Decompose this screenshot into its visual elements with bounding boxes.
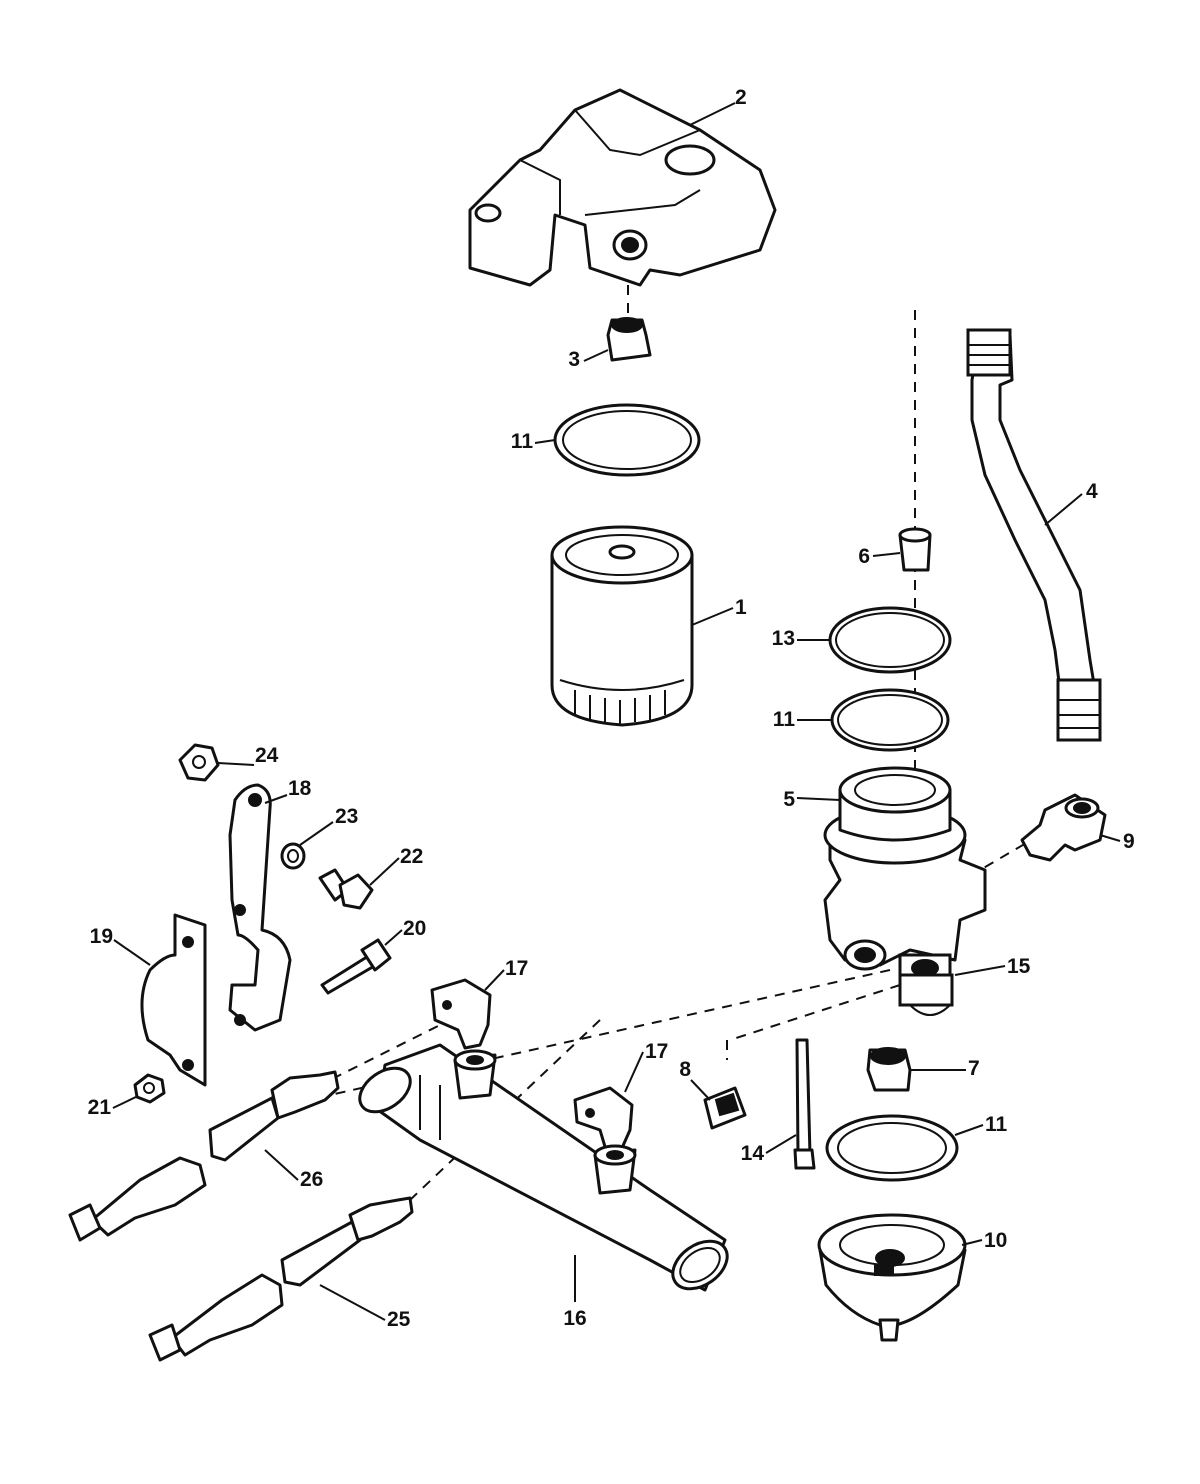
lock-washer-part-23 [280, 842, 306, 870]
o-ring-part-11-top [553, 403, 701, 477]
callout-9: 9 [1123, 830, 1135, 853]
callout-8: 8 [679, 1058, 691, 1081]
callout-25: 25 [387, 1308, 411, 1331]
clamp-part-19 [140, 913, 207, 1087]
callout-17-right: 17 [645, 1040, 668, 1063]
callout-22: 22 [400, 845, 423, 868]
callout-11-bottom: 11 [985, 1113, 1008, 1136]
callout-23: 23 [335, 805, 358, 828]
callout-17-left: 17 [505, 957, 528, 980]
callout-14: 14 [741, 1142, 765, 1165]
callout-16: 16 [563, 1307, 586, 1330]
bolt-part-22 [318, 868, 374, 910]
oil-cooler-part-16 [358, 1043, 729, 1292]
nut-part-24 [178, 743, 220, 782]
elbow-fitting-part-17-left [430, 978, 492, 1050]
elbow-fitting-part-9 [1020, 793, 1107, 862]
callout-3: 3 [568, 348, 580, 371]
callout-10: 10 [984, 1229, 1007, 1252]
nut-part-21 [133, 1073, 166, 1104]
hose-part-4 [966, 328, 1102, 742]
callout-15: 15 [1007, 955, 1031, 978]
hose-fitting-part-25 [148, 1196, 414, 1362]
screw-part-20 [320, 938, 392, 995]
hose-fitting-part-26 [68, 1070, 340, 1242]
callout-1: 1 [735, 596, 747, 619]
callout-19: 19 [90, 925, 113, 948]
callout-5: 5 [783, 788, 795, 811]
seal-ring-part-13 [828, 606, 952, 674]
callout-26: 26 [300, 1168, 323, 1191]
callout-7: 7 [968, 1057, 980, 1080]
fitting-part-6 [898, 527, 932, 572]
fitting-block-part-15 [898, 973, 954, 1007]
callout-4: 4 [1086, 480, 1098, 503]
o-ring-part-11-middle [830, 688, 950, 752]
elbow-fitting-part-17-right [573, 1086, 634, 1152]
o-ring-part-11-bottom [825, 1114, 959, 1182]
plug-part-8 [703, 1086, 747, 1130]
plug-part-7 [866, 1047, 912, 1092]
plug-part-3 [606, 317, 652, 362]
long-bolt-part-14 [793, 1038, 816, 1170]
oil-filter-part-1 [550, 525, 694, 727]
callout-6: 6 [858, 545, 870, 568]
filter-bracket-part-2 [468, 88, 777, 287]
callout-24: 24 [255, 744, 279, 767]
callout-2: 2 [735, 86, 747, 109]
callout-11-top: 11 [511, 430, 534, 453]
bottom-cap-part-10 [817, 1213, 967, 1342]
callout-20: 20 [403, 917, 426, 940]
callout-labels: 2 3 11 4 6 1 13 11 5 9 24 18 23 22 19 20… [88, 86, 1135, 1331]
callout-13: 13 [772, 627, 795, 650]
callout-21: 21 [88, 1096, 112, 1119]
leader-lines [112, 102, 1121, 1321]
callout-11-middle: 11 [773, 708, 796, 731]
callout-18: 18 [288, 777, 312, 800]
bracket-strap-part-18 [228, 783, 292, 1032]
